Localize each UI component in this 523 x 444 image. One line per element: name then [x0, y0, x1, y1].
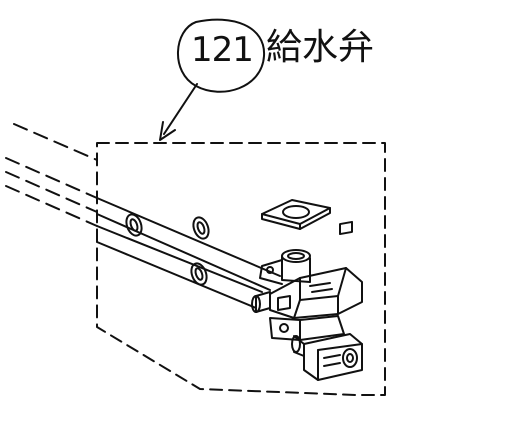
- o-ring-lower: [189, 261, 210, 286]
- callout-number: 121: [191, 30, 254, 70]
- callout-leader-line: [164, 84, 197, 134]
- square-gasket: [262, 200, 330, 229]
- callout-bubble: [178, 20, 264, 92]
- water-supply-valve: [252, 222, 362, 380]
- callout-arrowhead: [160, 122, 175, 140]
- extension-lines: [6, 124, 97, 226]
- o-ring-upper-left: [124, 212, 145, 237]
- callout-part-label: 給水弁: [266, 27, 375, 68]
- lower-hose: [97, 226, 262, 308]
- upper-hose: [97, 198, 280, 290]
- o-ring-upper-right: [191, 215, 212, 240]
- detail-boundary-box: [97, 143, 385, 395]
